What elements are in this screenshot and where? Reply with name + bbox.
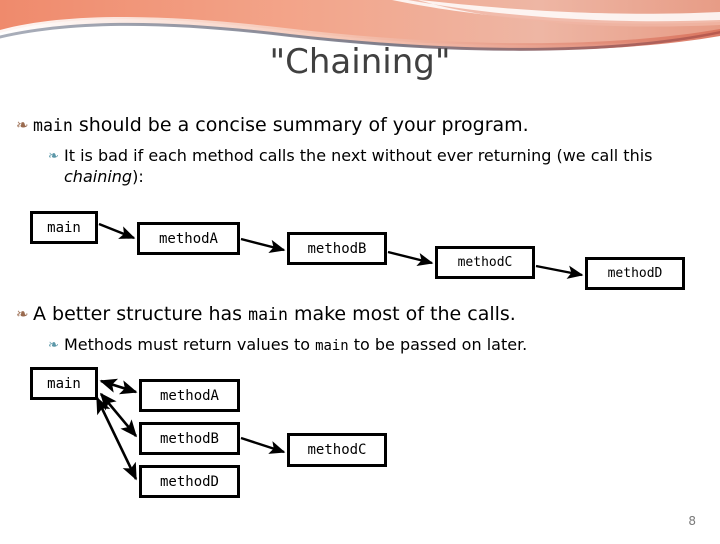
node-methodB[interactable]: methodB — [287, 232, 387, 265]
bullet-glyph-icon: ❧ — [48, 149, 59, 164]
node-methodA[interactable]: methodA — [137, 222, 240, 255]
node-methodD-better[interactable]: methodD — [139, 465, 240, 498]
node-main-better[interactable]: main — [30, 367, 98, 400]
node-label: methodA — [159, 387, 219, 404]
bullet-item-main-summary: ❧ main should be a concise summary of yo… — [16, 113, 706, 138]
node-label: methodB — [307, 240, 367, 257]
node-label: methodC — [457, 255, 513, 270]
page-number: 8 — [688, 514, 696, 528]
bullet-glyph-icon: ❧ — [48, 338, 59, 353]
bullet-text: It is bad if each method calls the next … — [64, 146, 653, 186]
bullet-glyph-icon: ❧ — [16, 116, 29, 134]
page-title: "Chaining" — [269, 42, 451, 82]
node-label: methodC — [307, 442, 367, 458]
bullet-text: main should be a concise summary of your… — [33, 114, 529, 136]
node-label: main — [47, 219, 81, 236]
node-label: methodB — [159, 430, 219, 447]
node-label: main — [47, 375, 81, 392]
bullet-item-return-values: ❧ Methods must return values to main to … — [48, 334, 708, 357]
node-methodC-better[interactable]: methodC — [287, 433, 387, 467]
bullet-text: A better structure has main make most of… — [33, 303, 516, 325]
node-label: methodA — [158, 230, 218, 247]
node-main[interactable]: main — [30, 211, 98, 244]
node-methodD[interactable]: methodD — [585, 257, 685, 290]
bullet-item-better-structure: ❧ A better structure has main make most … — [16, 302, 706, 327]
bullet-glyph-icon: ❧ — [16, 305, 29, 323]
node-methodB-better[interactable]: methodB — [139, 422, 240, 455]
node-methodC[interactable]: methodC — [435, 246, 535, 279]
bullet-text: Methods must return values to main to be… — [64, 335, 528, 354]
node-label: methodD — [607, 266, 663, 281]
node-label: methodD — [159, 473, 219, 490]
node-methodA-better[interactable]: methodA — [139, 379, 240, 412]
bullet-item-chaining-warning: ❧ It is bad if each method calls the nex… — [48, 145, 698, 187]
